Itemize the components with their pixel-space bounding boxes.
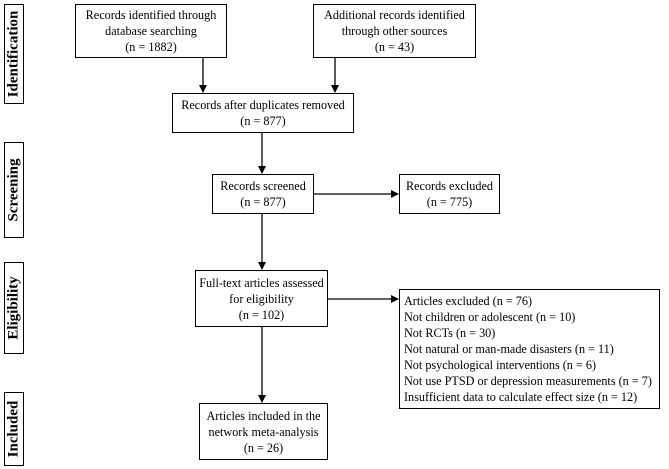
included-line2: network meta-analysis bbox=[208, 424, 319, 439]
screened-count: (n = 877) bbox=[240, 195, 286, 209]
stage-eligibility: Eligibility bbox=[4, 262, 24, 354]
box-articles-excluded: Articles excluded (n = 76) Not children … bbox=[399, 289, 660, 409]
after-duplicates-count: (n = 877) bbox=[240, 114, 286, 128]
fulltext-count: (n = 102) bbox=[238, 307, 285, 322]
db-search-count: (n = 1882) bbox=[125, 40, 177, 54]
after-duplicates-line1: Records after duplicates removed bbox=[181, 98, 345, 112]
exclusion-reason: Not RCTs (n = 30) bbox=[404, 326, 496, 340]
db-search-line1: Records identified through bbox=[85, 8, 217, 22]
other-sources-line2: through other sources bbox=[341, 24, 448, 38]
box-database-searching: Records identified through database sear… bbox=[75, 4, 227, 58]
box-after-duplicates: Records after duplicates removed (n = 87… bbox=[172, 93, 354, 133]
exclusion-reason: Not psychological interventions (n = 6) bbox=[404, 358, 597, 372]
stage-included: Included bbox=[4, 392, 24, 466]
stage-identification: Identification bbox=[4, 4, 24, 104]
screened-line1: Records screened bbox=[220, 179, 306, 193]
exclusion-reason: Not children or adolescent (n = 10) bbox=[404, 310, 576, 324]
excluded-count: (n = 775) bbox=[426, 195, 473, 209]
box-fulltext-assessed: Full-text articles assessed for eligibil… bbox=[195, 270, 328, 327]
articles-excluded-total: Articles excluded (n = 76) bbox=[404, 294, 533, 308]
included-count: (n = 26) bbox=[243, 440, 284, 455]
box-records-excluded: Records excluded (n = 775) bbox=[399, 174, 500, 214]
other-sources-line1: Additional records identified bbox=[324, 8, 465, 22]
fulltext-line1: Full-text articles assessed bbox=[199, 275, 324, 290]
db-search-line2: database searching bbox=[105, 24, 197, 38]
other-sources-count: (n = 43) bbox=[374, 40, 415, 54]
box-other-sources: Additional records identified through ot… bbox=[313, 4, 476, 58]
excluded-line1: Records excluded bbox=[406, 179, 493, 193]
fulltext-line2: for eligibility bbox=[229, 291, 294, 306]
exclusion-reason: Not natural or man-made disasters (n = 1… bbox=[404, 342, 614, 356]
box-records-screened: Records screened (n = 877) bbox=[212, 174, 314, 214]
box-articles-included: Articles included in the network meta-an… bbox=[199, 403, 328, 460]
exclusion-reason: Insufficient data to calculate effect si… bbox=[404, 390, 638, 404]
stage-screening: Screening bbox=[4, 142, 24, 238]
included-line1: Articles included in the bbox=[206, 408, 321, 423]
exclusion-reason: Not use PTSD or depression measurements … bbox=[404, 374, 652, 388]
